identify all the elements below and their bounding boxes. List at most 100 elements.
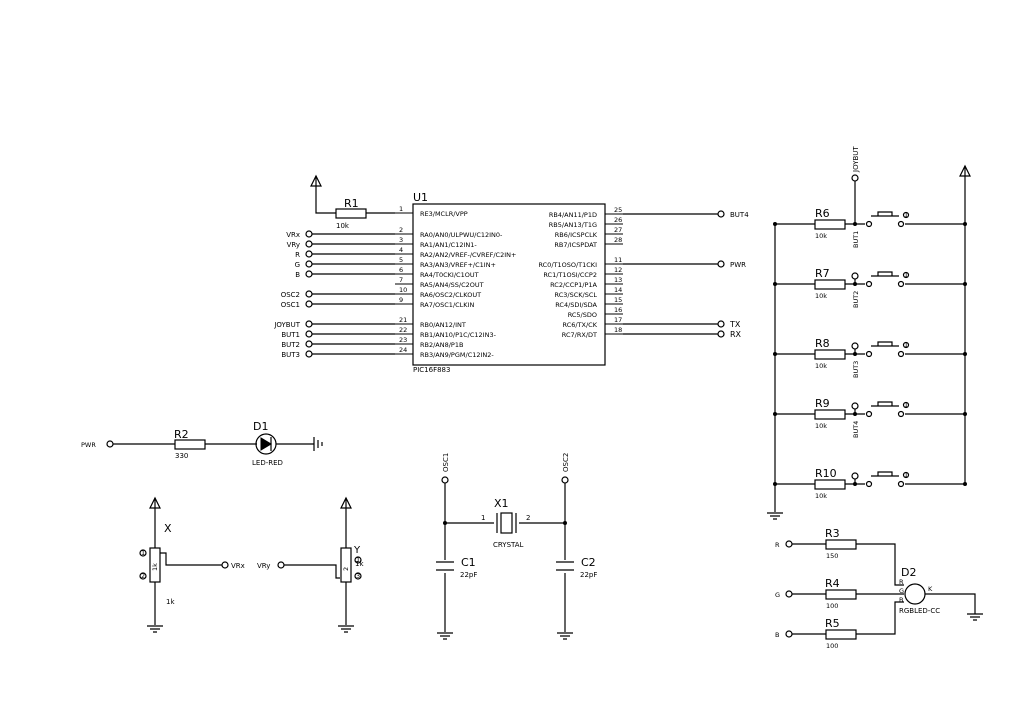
button-rows: R610k1BUT1R710k1BUT2R810k1BUT3R910k1BUT4…: [773, 207, 967, 500]
x1-value: CRYSTAL: [493, 541, 524, 549]
potentiometer-x: 1k VRx X 1k 1 2: [139, 496, 245, 633]
crystal-oscillator: OSC1 OSC2 X1 CRYSTAL 1 2 C1 22pF C2 22pF: [436, 453, 597, 640]
button-row-resistor-ref: R9: [815, 397, 830, 410]
left-terminal-label: OSC2: [281, 291, 300, 299]
u1-part: PIC16F883: [413, 366, 450, 374]
osc1-label: OSC1: [442, 453, 450, 472]
terminal-dot: [305, 330, 313, 338]
u1-microcontroller: U1 PIC16F883 1RE3/MCLR/VPP2RA0/AN0/ULPWU…: [395, 191, 623, 374]
terminal-dot: [305, 320, 313, 328]
pwr-net-label: PWR: [730, 261, 746, 269]
but4-net-label: BUT4: [730, 211, 749, 219]
button-row-resistor-value: 10k: [815, 422, 827, 430]
osc2-label: OSC2: [562, 453, 570, 472]
c2-value: 22pF: [580, 571, 597, 579]
c1-value: 22pF: [460, 571, 477, 579]
terminal-dot: [717, 330, 725, 338]
d2-ref: D2: [901, 566, 916, 579]
x1-pin1: 1: [481, 514, 485, 522]
u1-pin-label: RB6/ICSPCLK: [555, 231, 598, 239]
x1-ref: X1: [494, 497, 509, 510]
terminal-dot: [305, 240, 313, 248]
terminal-dot: [785, 540, 793, 548]
potx-pin1: 1: [141, 549, 145, 557]
poty-pin1: 1: [356, 556, 360, 564]
u1-pin-number: 21: [399, 316, 407, 324]
right-terminals: BUT4 PWR TX RX: [623, 210, 749, 339]
terminal-dot: [106, 440, 114, 448]
terminal-dot: [785, 590, 793, 598]
d1-ref: D1: [253, 420, 268, 433]
poty-ref: Y: [353, 545, 361, 556]
u1-pin-label: RE3/MCLR/VPP: [420, 210, 468, 218]
button-net-label: BUT4: [852, 421, 860, 438]
resistor-icon: [814, 349, 846, 360]
u1-pin-label: RC2/CCP1/P1A: [550, 281, 597, 289]
u1-pin-number: 1: [399, 205, 403, 213]
u1-pin-number: 24: [399, 346, 407, 354]
power-led-circuit: PWR R2 330 D1 LED-RED: [81, 420, 323, 467]
u1-pin-number: 18: [614, 326, 622, 334]
ground-icon: [147, 625, 163, 633]
terminal-dot: [717, 260, 725, 268]
left-terminal-label: VRy: [287, 241, 300, 249]
r2-value: 330: [175, 452, 188, 460]
d2-g-pin: G: [899, 587, 904, 595]
u1-pin-label: RC3/SCK/SCL: [555, 291, 598, 299]
d2-value: RGBLED-CC: [899, 607, 940, 615]
u1-pin-number: 22: [399, 326, 407, 334]
capacitor-icon: [556, 561, 574, 571]
u1-pin-number: 23: [399, 336, 407, 344]
terminal-dot: [305, 260, 313, 268]
resistor-icon: [825, 629, 857, 640]
terminal-dot: [305, 270, 313, 278]
rgb-resistor-value: 100: [826, 602, 838, 610]
u1-pin-number: 2: [399, 226, 403, 234]
r2-ref: R2: [174, 428, 189, 441]
u1-pin-label: RC4/SDI/SDA: [555, 301, 597, 309]
u1-pin-number: 4: [399, 246, 403, 254]
r1-value: 10k: [336, 222, 350, 230]
left-terminal-label: VRx: [286, 231, 300, 239]
rx-net-label: RX: [730, 330, 742, 339]
rgb-input-label: G: [775, 591, 780, 599]
ground-icon: [557, 632, 573, 640]
c1-ref: C1: [461, 556, 476, 569]
pushbutton-pin: 1: [904, 271, 908, 279]
potentiometer-icon: [149, 547, 161, 583]
button-net-label: BUT2: [852, 291, 860, 308]
pwr-input-label: PWR: [81, 441, 96, 449]
left-terminal-label: OSC1: [281, 301, 300, 309]
crystal-icon: [500, 512, 513, 534]
left-terminal-label: B: [295, 271, 300, 279]
u1-pin-number: 6: [399, 266, 403, 274]
u1-pin-number: 5: [399, 256, 403, 264]
pushbutton-pin: 1: [904, 211, 908, 219]
left-terminal-label: G: [295, 261, 300, 269]
potx-body-label: 1k: [151, 563, 159, 571]
d2-k-pin: K: [928, 585, 933, 593]
resistor-icon: [814, 409, 846, 420]
u1-pin-number: 3: [399, 236, 403, 244]
button-row-resistor-value: 10k: [815, 492, 827, 500]
ground-icon: [313, 437, 323, 451]
pushbutton-icon: [871, 211, 899, 217]
resistor-icon: [825, 539, 857, 550]
rgb-resistor-ref: R3: [825, 527, 840, 540]
potx-pin2: 2: [141, 572, 145, 580]
u1-pin-label: RA7/OSC1/CLKIN: [420, 301, 474, 309]
u1-pin-number: 13: [614, 276, 622, 284]
ground-icon: [338, 625, 354, 633]
poty-value: 1k: [355, 560, 364, 568]
joybut-label: JOYBUT: [852, 146, 860, 173]
rgb-resistor-value: 150: [826, 552, 838, 560]
poty-pin2-label: 2: [342, 567, 350, 571]
u1-pin-label: RA1/AN1/C12IN1-: [420, 241, 477, 249]
